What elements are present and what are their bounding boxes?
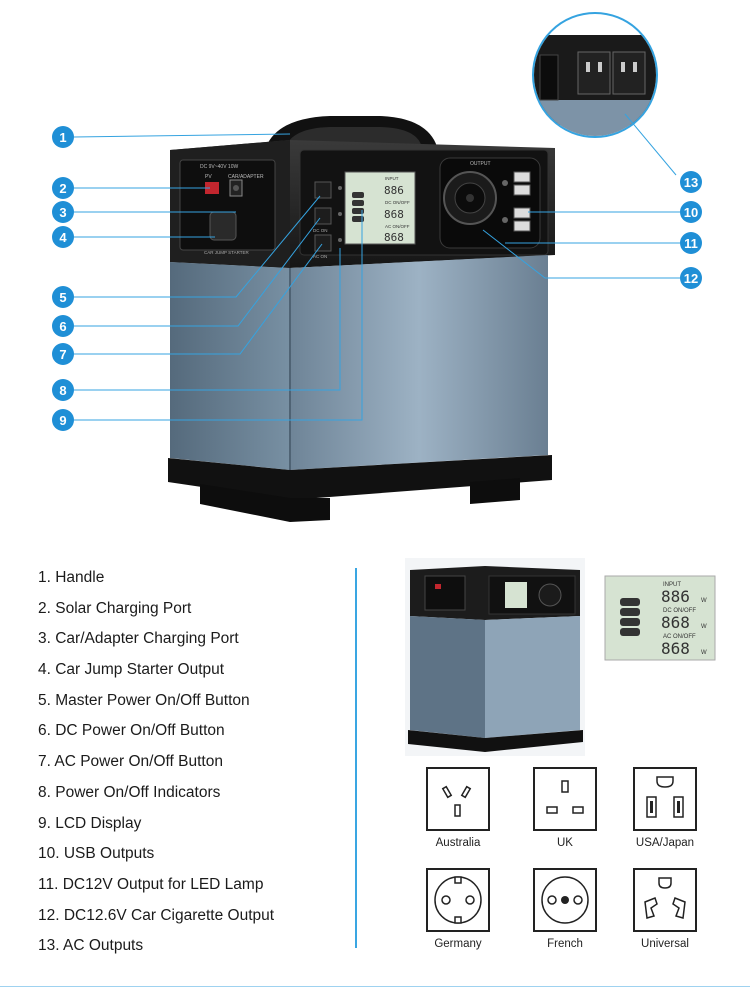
socket-label-germany: Germany (434, 938, 482, 950)
zoom-unit: W (701, 624, 707, 630)
dc-on-label: DC ON (313, 228, 328, 233)
led-lamp-output[interactable] (502, 217, 508, 223)
callout-badge-9: 9 (52, 409, 74, 431)
power-indicator (338, 212, 342, 216)
callout-badge-6: 6 (52, 315, 74, 337)
lcd-dc-label: DC ON/OFF (385, 200, 410, 205)
callout-badge-12: 12 (680, 267, 702, 289)
australia-socket-icon (441, 785, 472, 817)
feature-item: 12. DC12.6V Car Cigarette Output (38, 906, 275, 924)
feature-list: 1. Handle 2. Solar Charging Port 3. Car/… (38, 570, 348, 969)
lcd-ac-label: AC ON/OFF (385, 224, 410, 229)
feature-item: 7. AC Power On/Off Button (38, 753, 223, 771)
side-panel: DC 9V~40V 10W PV CAR/ADAPTER CAR JUMP ST… (179, 159, 276, 255)
zoom-ac-label: AC ON/OFF (663, 634, 696, 640)
led-lamp-output[interactable] (502, 180, 508, 186)
socket-uk (533, 767, 597, 831)
leader-lines (73, 113, 680, 421)
socket-universal (633, 868, 697, 932)
zoom-digits-3: 868 (661, 639, 690, 658)
socket-label-french: French (547, 938, 583, 950)
solar-port[interactable] (205, 182, 219, 194)
callout-badge-1: 1 (52, 126, 74, 148)
output-label: OUTPUT (470, 161, 491, 167)
socket-germany (426, 868, 490, 932)
french-socket-icon (541, 876, 589, 924)
ac-power-button[interactable] (314, 234, 332, 252)
jump-starter-port[interactable] (209, 211, 237, 241)
ac-output-inset (532, 12, 658, 138)
callout-badge-13: 13 (680, 171, 702, 193)
callout-badge-3: 3 (52, 201, 74, 223)
universal-socket-icon (644, 877, 686, 919)
socket-usa-japan (633, 767, 697, 831)
zoom-unit: W (701, 598, 707, 604)
socket-label-australia: Australia (435, 837, 481, 849)
callout-badge-8: 8 (52, 379, 74, 401)
zoom-unit: W (701, 650, 707, 656)
usb-port[interactable] (513, 207, 531, 219)
feature-item: 9. LCD Display (38, 814, 142, 832)
lcd-zoom: INPUT 886 W DC ON/OFF 868 W AC ON/OFF 86… (604, 575, 716, 661)
power-indicator (338, 238, 342, 242)
lcd-digits-3: 868 (384, 231, 404, 244)
usb-port[interactable] (513, 184, 531, 196)
master-power-button[interactable] (314, 181, 332, 199)
feature-item: 6. DC Power On/Off Button (38, 722, 225, 740)
device-illustration: DC 9V~40V 10W PV CAR/ADAPTER CAR JUMP ST… (73, 12, 680, 522)
lcd-digits-2: 868 (384, 208, 404, 221)
lcd-digits-1: 886 (384, 184, 404, 197)
zoom-dc-label: DC ON/OFF (663, 608, 696, 614)
usa-japan-socket-icon (646, 776, 684, 818)
ac-socket[interactable] (612, 51, 646, 95)
bottom-rule (0, 986, 750, 987)
side-top-text: DC 9V~40V 10W (200, 164, 238, 170)
usb-port[interactable] (513, 220, 531, 232)
feature-item: 3. Car/Adapter Charging Port (38, 630, 239, 648)
callout-badge-2: 2 (52, 177, 74, 199)
callout-badge-4: 4 (52, 226, 74, 248)
usb-port[interactable] (513, 171, 531, 183)
power-indicator (338, 186, 342, 190)
uk-socket-icon (546, 780, 584, 814)
metal-body (170, 255, 548, 470)
feature-item: 4. Car Jump Starter Output (38, 661, 225, 679)
section-divider (355, 568, 357, 948)
lcd-input-label: INPUT (385, 176, 399, 181)
socket-label-universal: Universal (641, 938, 689, 950)
feature-item: 13. AC Outputs (38, 937, 144, 955)
feature-item: 1. Handle (38, 569, 105, 586)
ac-socket[interactable] (577, 51, 611, 95)
callout-badge-11: 11 (680, 232, 702, 254)
socket-french (533, 868, 597, 932)
feature-item: 10. USB Outputs (38, 845, 155, 863)
socket-australia (426, 767, 490, 831)
feature-item: 11. DC12V Output for LED Lamp (38, 875, 264, 893)
ac-on-label: AC ON (313, 254, 327, 259)
feature-item: 2. Solar Charging Port (38, 599, 192, 617)
zoom-digits-2: 868 (661, 613, 690, 632)
product-thumbnail: INPUT 886 W DC ON/OFF 868 W AC ON/OFF 86… (405, 558, 716, 756)
callout-badge-7: 7 (52, 343, 74, 365)
feature-item: 8. Power On/Off Indicators (38, 783, 221, 801)
base (168, 455, 552, 522)
feature-item: 5. Master Power On/Off Button (38, 691, 250, 709)
zoom-input-label: INPUT (663, 582, 681, 588)
callout-badge-10: 10 (680, 201, 702, 223)
car-adapter-label: CAR/ADAPTER (228, 174, 264, 180)
callout-badge-5: 5 (52, 286, 74, 308)
pv-label: PV (205, 174, 212, 180)
socket-label-uk: UK (557, 837, 573, 849)
zoom-digits-1: 886 (661, 587, 690, 606)
germany-socket-icon (434, 876, 482, 924)
socket-label-usa-japan: USA/Japan (635, 837, 695, 849)
jump-label: CAR JUMP STARTER (204, 250, 250, 255)
